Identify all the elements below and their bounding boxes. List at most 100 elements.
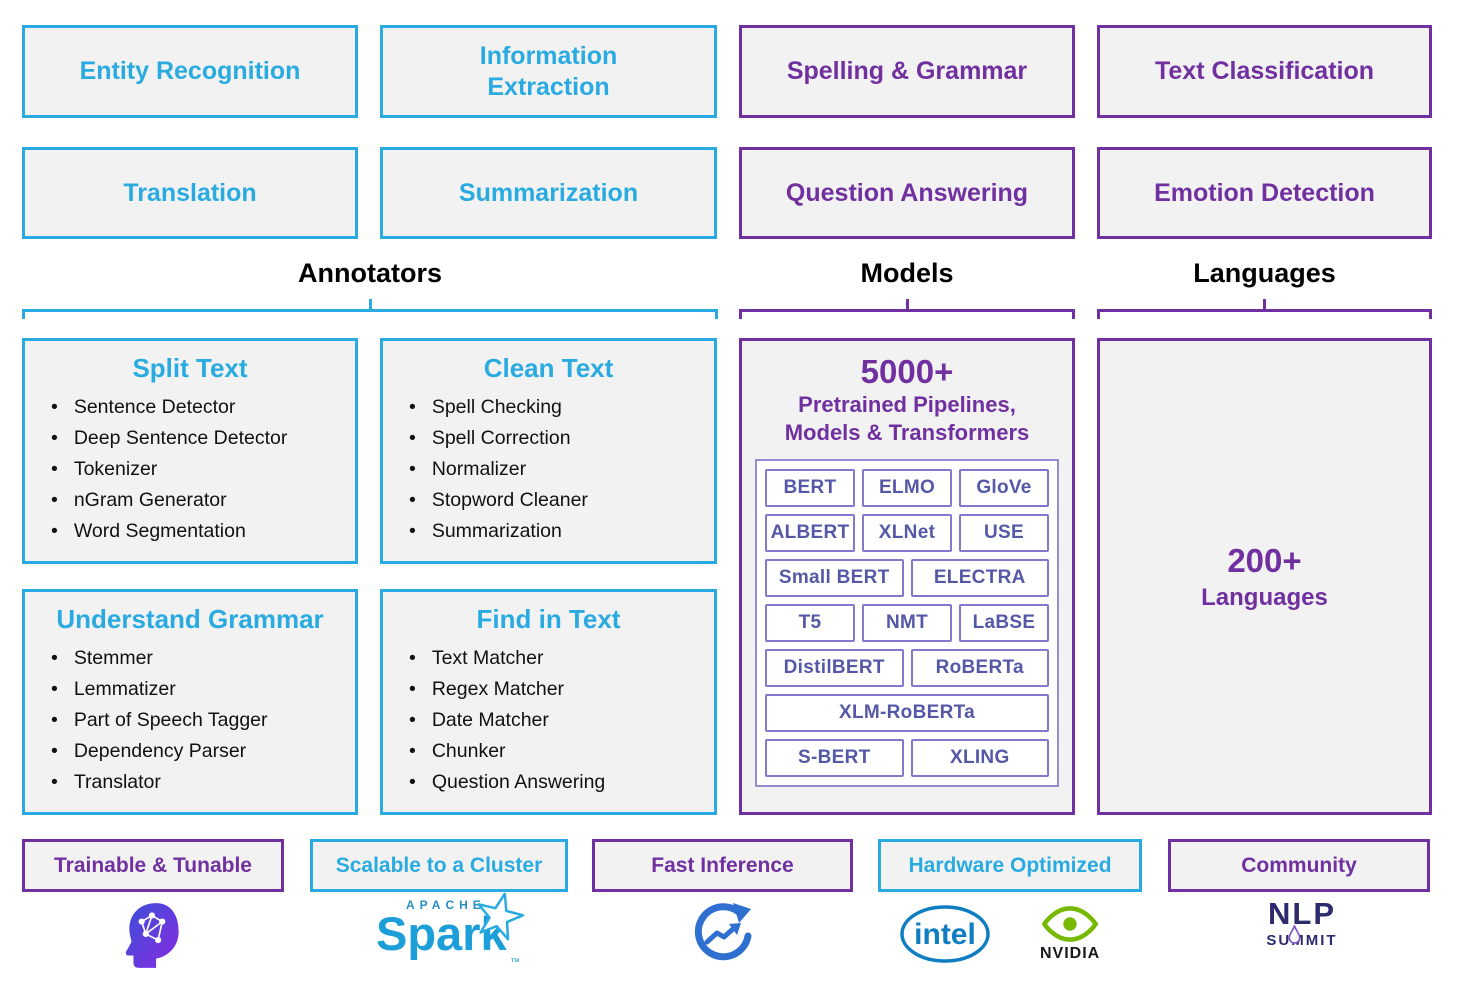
brace-bar [739,309,1075,319]
chip-row: S-BERT XLING [765,739,1049,778]
feature-label: Entity Recognition [79,57,301,86]
model-chip: USE [959,514,1049,553]
annotator-item: Deep Sentence Detector [35,423,345,454]
annotator-item: Spell Checking [393,392,704,423]
annotator-item: Normalizer [393,454,704,485]
annotator-item: Stopword Cleaner [393,485,704,516]
feature-label: Information Extraction [479,42,618,101]
feature-box-entity-recognition: Entity Recognition [22,25,358,118]
annotator-item: Spell Correction [393,423,704,454]
feature-box-summarization: Summarization [380,147,717,239]
model-chip: S-BERT [765,739,904,778]
feature-label: Emotion Detection [1154,178,1375,207]
group-title: Split Text [132,353,248,383]
bottom-box-trainable-tunable: Trainable & Tunable [22,839,284,892]
bottom-box-scalable-cluster: Scalable to a Cluster [310,839,568,892]
summit-wordmark: SUMMIT [1266,932,1338,949]
feature-box-question-answering: Question Answering [739,147,1075,239]
feature-box-translation: Translation [22,147,358,239]
model-chip: ALBERT [765,514,855,553]
brace-tick [905,299,909,310]
group-title: Understand Grammar [56,604,324,634]
annotator-item: Text Matcher [393,643,704,674]
annotator-item: nGram Generator [35,485,345,516]
languages-subtitle: Languages [1201,583,1328,611]
model-chip: T5 [765,604,855,643]
group-split-text: Split Text Sentence Detector Deep Senten… [22,338,358,564]
feature-label: Summarization [458,178,639,207]
feature-label: Spelling & Grammar [786,57,1028,86]
models-count: 5000+ [860,353,954,390]
model-chip: ELECTRA [910,559,1049,598]
model-chip: DistilBERT [765,649,904,688]
brain-head-icon [117,899,191,973]
model-chip: XLNet [862,514,952,553]
model-chip: ELMO [862,469,952,508]
languages-panel: 200+ Languages [1097,338,1432,815]
section-label-models: Models [860,258,954,288]
annotator-item: Summarization [393,516,704,547]
model-chip: GloVe [959,469,1049,508]
annotator-list: Sentence Detector Deep Sentence Detector… [35,392,345,547]
brace-tick [1263,299,1266,310]
annotator-item: Part of Speech Tagger [35,705,345,736]
model-chip: XLING [910,739,1049,778]
feature-box-information-extraction: Information Extraction [380,25,717,118]
droplet-icon [1288,925,1301,944]
models-brace [739,299,1075,319]
annotator-item: Translator [35,767,345,798]
spark-star-icon [477,892,525,941]
feature-box-emotion-detection: Emotion Detection [1097,147,1432,239]
annotator-item: Chunker [393,736,704,767]
group-understand-grammar: Understand Grammar Stemmer Lemmatizer Pa… [22,589,358,815]
spark-trademark: ™ [510,957,520,968]
feature-box-spelling-grammar: Spelling & Grammar [739,25,1075,118]
model-chip: NMT [862,604,952,643]
chip-row: T5 NMT LaBSE [765,604,1049,643]
feature-box-text-classification: Text Classification [1097,25,1432,118]
brace-bar [22,309,718,319]
brace-tick [368,299,372,310]
feature-label: Question Answering [785,178,1029,207]
annotator-item: Dependency Parser [35,736,345,767]
annotator-item: Lemmatizer [35,674,345,705]
chip-row: DistilBERT RoBERTa [765,649,1049,688]
annotator-item: Date Matcher [393,705,704,736]
chip-row: BERT ELMO GloVe [765,469,1049,508]
group-find-in-text: Find in Text Text Matcher Regex Matcher … [380,589,717,815]
annotator-item: Stemmer [35,643,345,674]
model-chip: LaBSE [959,604,1049,643]
apache-spark-logo: APACHE Spark ™ [362,892,526,980]
annotator-item: Tokenizer [35,454,345,485]
nvidia-logo: NVIDIA [1040,905,1100,963]
model-chip: Small BERT [765,559,904,598]
bottom-box-hardware-optimized: Hardware Optimized [878,839,1142,892]
annotator-item: Regex Matcher [393,674,704,705]
section-label-annotators: Annotators [298,258,442,288]
chip-row: ALBERT XLNet USE [765,514,1049,553]
intel-logo: intel [899,903,991,965]
speed-arrow-icon [691,901,755,965]
bottom-box-fast-inference: Fast Inference [592,839,853,892]
model-chip: RoBERTa [910,649,1049,688]
bottom-box-community: Community [1168,839,1430,892]
spark-wordmark: Spark [376,907,507,960]
section-label-languages: Languages [1193,258,1336,288]
models-panel: 5000+ Pretrained Pipelines, Models & Tra… [739,338,1075,815]
bottom-label: Community [1241,853,1357,877]
nlp-summit-logo: NLP SUMMIT [1252,898,1352,974]
annotator-item: Question Answering [393,767,704,798]
annotators-brace [22,299,718,319]
group-title: Clean Text [483,353,614,383]
languages-brace [1097,299,1432,319]
feature-label: Text Classification [1154,57,1375,86]
group-title: Find in Text [476,604,621,634]
annotator-list: Spell Checking Spell Correction Normaliz… [393,392,704,547]
bottom-label: Trainable & Tunable [54,853,252,877]
chip-row: Small BERT ELECTRA [765,559,1049,598]
annotator-list: Text Matcher Regex Matcher Date Matcher … [393,643,704,798]
nvidia-wordmark: NVIDIA [1040,945,1101,962]
intel-wordmark: intel [914,918,976,951]
apache-wordmark: APACHE [406,898,486,912]
